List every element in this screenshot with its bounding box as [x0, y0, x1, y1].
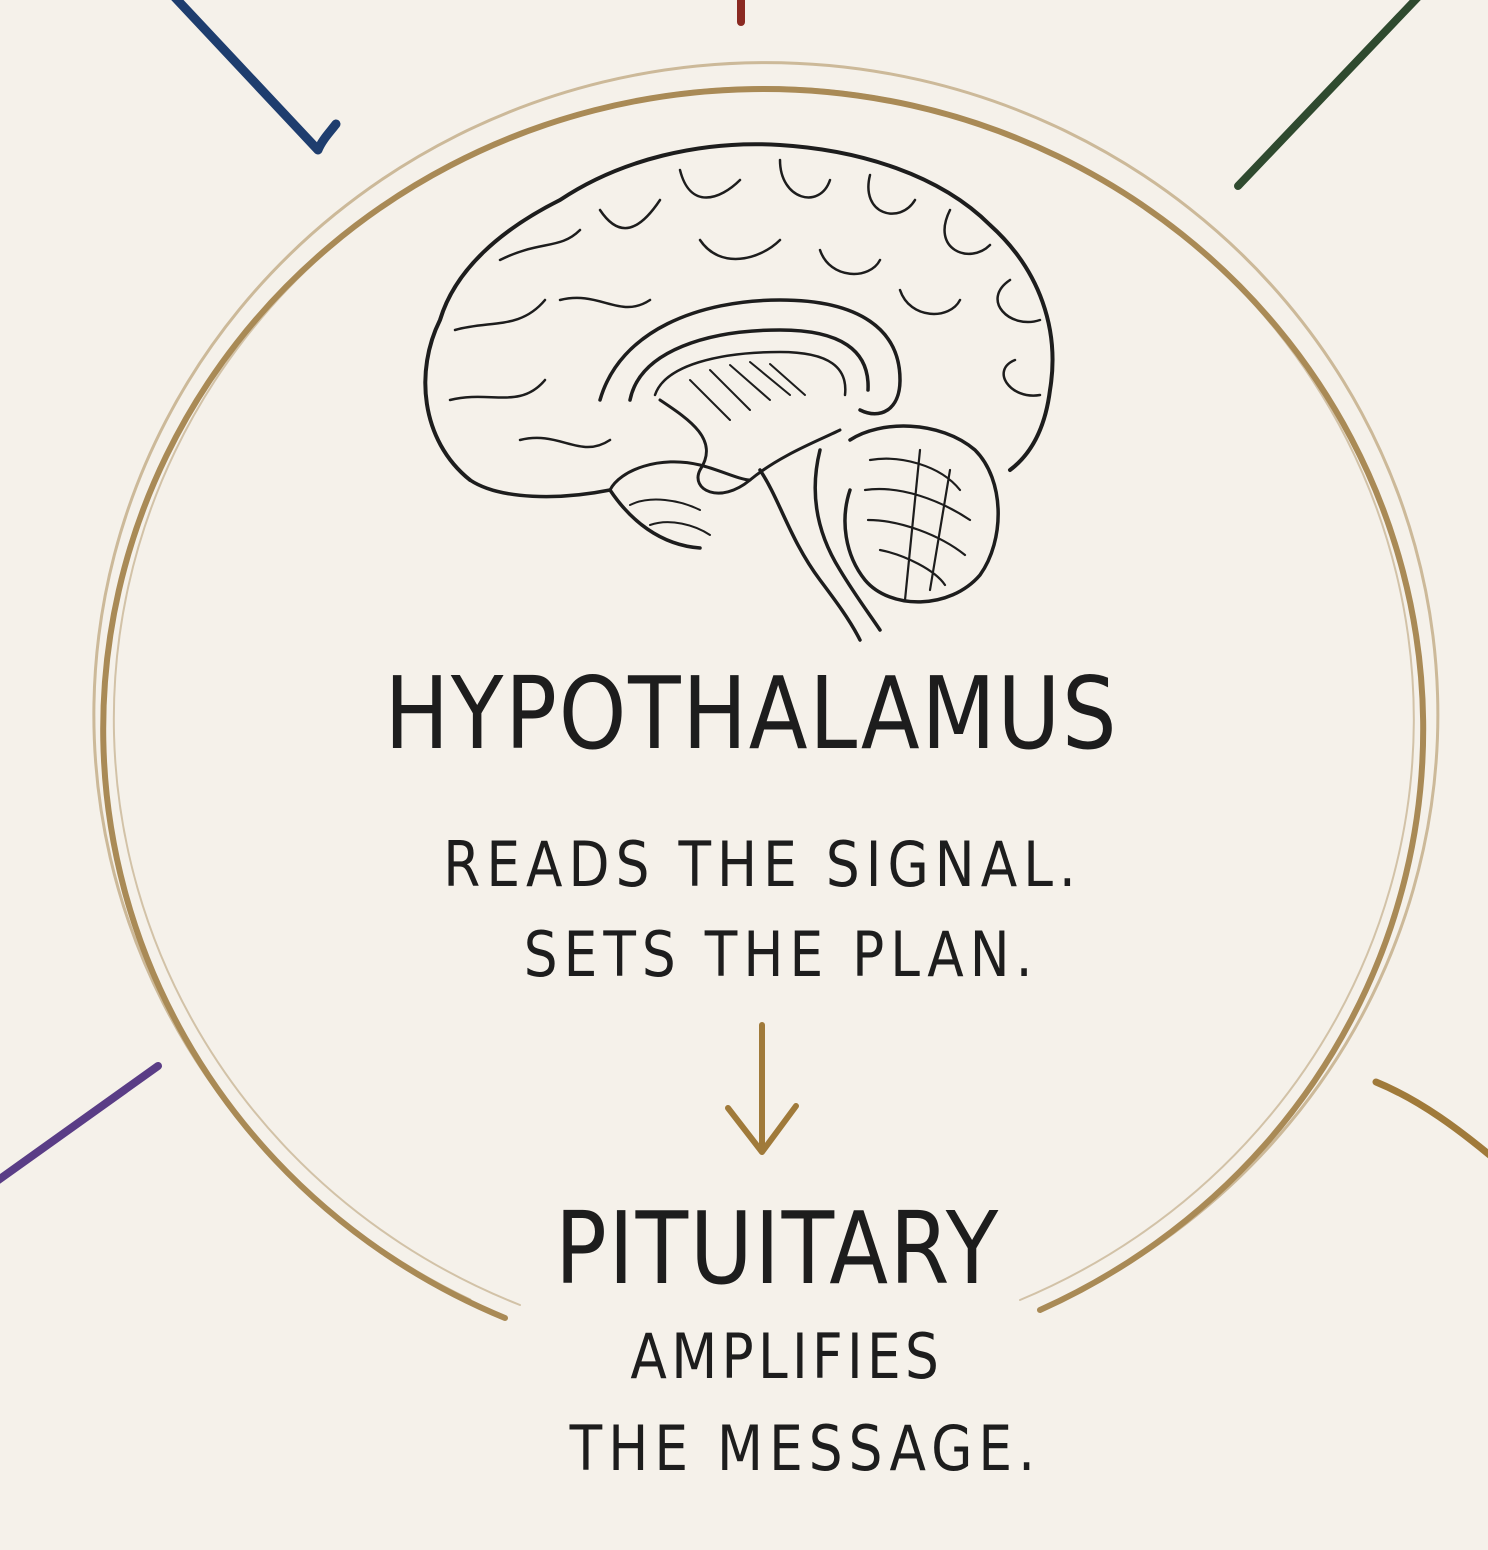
hypothalamus-description-line-2: SETS THE PLAN. — [523, 918, 1039, 991]
hypothalamus-title: HYPOTHALAMUS — [384, 655, 1119, 772]
ring-stroke-inner — [112, 86, 1415, 1306]
hypothalamus-description-line-1: READS THE SIGNAL. — [443, 828, 1082, 901]
pituitary-description-line-1: AMPLIFIES — [630, 1320, 944, 1393]
ring-stroke — [100, 86, 1427, 1321]
connector-top-right — [1234, 0, 1421, 190]
connector-bottom-right — [1372, 1078, 1488, 1159]
pituitary-title: PITUITARY — [554, 1190, 1000, 1307]
pituitary-description-line-2: THE MESSAGE. — [569, 1412, 1042, 1485]
brain-icon — [423, 142, 1055, 642]
connector-bottom-left — [0, 1062, 162, 1184]
node-ring — [92, 61, 1440, 1321]
arrow-down-icon — [725, 1022, 799, 1155]
ring-stroke-outer — [92, 61, 1440, 1302]
connectors — [0, 0, 1488, 1184]
arrow-head — [725, 1103, 799, 1155]
connector-top-left — [171, 0, 341, 155]
